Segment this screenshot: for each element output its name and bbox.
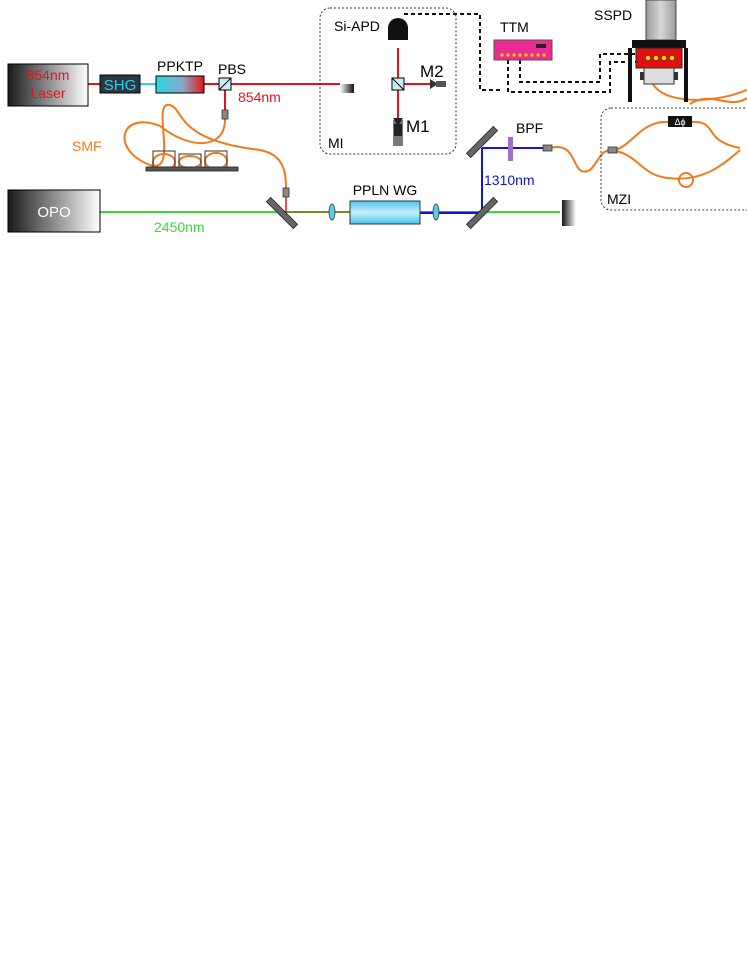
mzi-label: MZI — [607, 191, 631, 207]
dichroic-mirror-combiner — [265, 196, 299, 230]
shg-unit: SHG — [99, 74, 141, 94]
ppln-label: PPLN WG — [353, 182, 418, 198]
beam-dump-854 — [340, 84, 354, 93]
fiber-coupler-pump — [282, 187, 290, 198]
laser-label-2: Laser — [30, 85, 65, 101]
wavelength-1310nm: 1310nm — [484, 172, 535, 188]
mirror-m1: M1 — [393, 117, 430, 146]
phase-shifter: Δϕ — [668, 116, 692, 127]
mirror-m2: M2 — [420, 62, 446, 89]
fiber-coupler-bpf — [542, 144, 553, 152]
ppln-waveguide: PPLN WG — [349, 182, 421, 225]
mi-beamsplitter — [391, 77, 405, 91]
fiber-mzi — [549, 97, 747, 188]
ttm-module: TTM — [493, 19, 553, 61]
si-apd-detector: Si-APD — [334, 18, 408, 40]
mzi-enclosure — [600, 107, 747, 211]
shg-label: SHG — [104, 77, 137, 94]
laser-854nm: 854nm Laser — [7, 63, 89, 107]
ttm-label: TTM — [500, 19, 529, 35]
wavelength-2450nm: 2450nm — [154, 219, 205, 235]
pbs-label: PBS — [218, 61, 246, 77]
beam-dump-2450 — [562, 200, 576, 226]
beam-1310nm — [420, 147, 545, 214]
wavelength-854nm: 854nm — [238, 89, 281, 105]
opo-source: OPO — [7, 189, 101, 233]
bpf-label: BPF — [516, 120, 543, 136]
fiber-smf — [123, 103, 287, 193]
phase-label: Δϕ — [674, 117, 685, 127]
fiber-coupler-pbs — [221, 109, 229, 120]
fiber-paddle-mount — [145, 150, 239, 172]
mi-enclosure — [319, 7, 457, 155]
m1-label: M1 — [406, 117, 430, 136]
lens-in — [328, 203, 336, 221]
ppktp-label: PPKTP — [157, 58, 203, 74]
laser-label-1: 854nm — [27, 67, 70, 83]
si-apd-label: Si-APD — [334, 18, 380, 34]
ppktp-crystal: PPKTP — [155, 58, 205, 94]
signal-cables — [404, 13, 636, 93]
lens-out — [432, 203, 440, 221]
mzi-coupler-in — [607, 146, 618, 154]
m2-label: M2 — [420, 62, 444, 81]
sspd-label: SSPD — [594, 7, 632, 23]
mirror-periscope-top — [465, 125, 499, 159]
sspd-cryostat: SSPD — [594, 0, 688, 102]
opo-label: OPO — [37, 204, 70, 221]
pbs-cube: PBS — [218, 61, 246, 91]
mi-label: MI — [328, 135, 344, 151]
smf-label: SMF — [72, 138, 102, 154]
bpf-filter: BPF — [508, 120, 543, 161]
dichroic-mirror-separator — [465, 196, 499, 230]
